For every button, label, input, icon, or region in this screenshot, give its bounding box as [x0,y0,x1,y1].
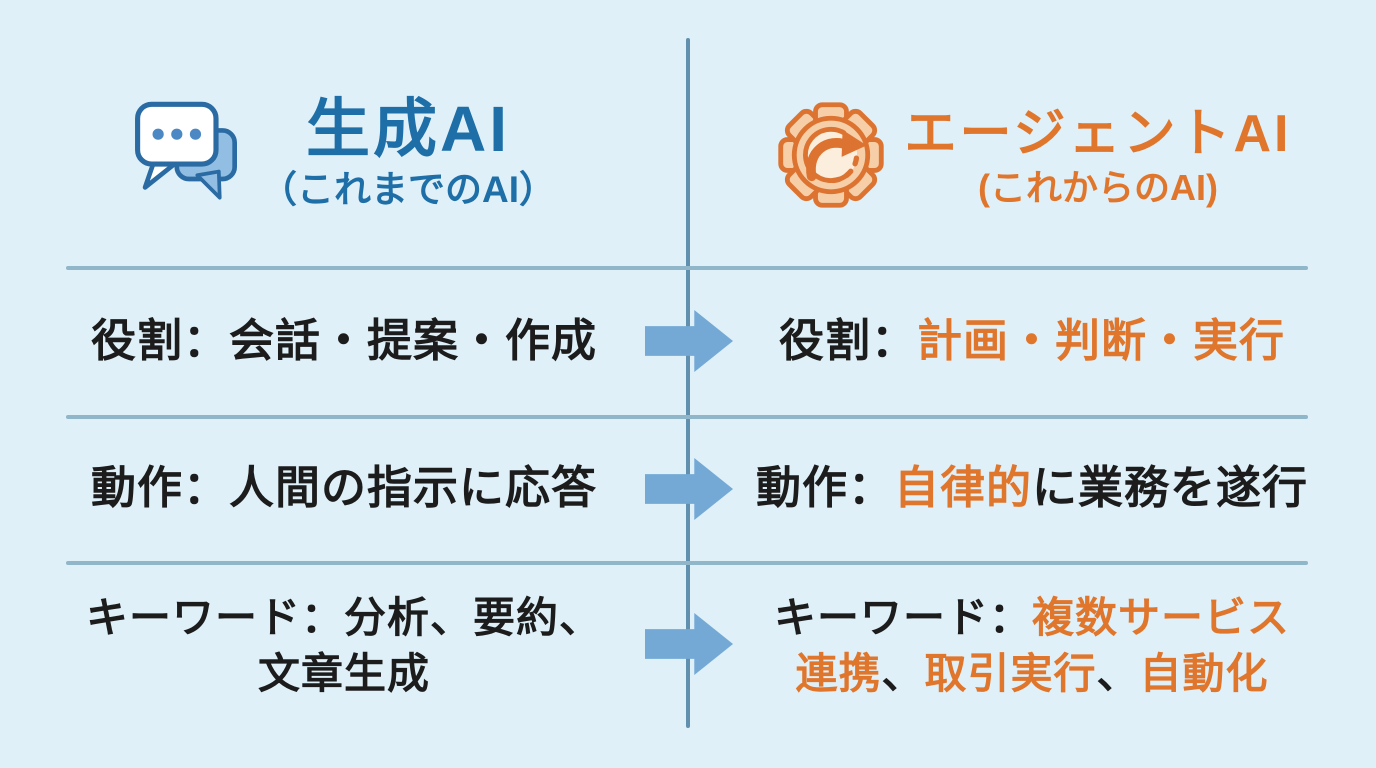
row-divider-line [66,561,1308,565]
chat-bubbles-icon [132,95,244,212]
text-segment: 自動化 [1139,649,1269,697]
keywords-agent-text: キーワード：複数サービス連携、取引実行、自動化 [688,561,1376,730]
keywords-generative-text: キーワード：分析、要約、文章生成 [0,561,688,730]
text-segment: 計画・判断・実行 [917,314,1286,366]
behavior-agent-text: 動作：自律的に業務を遂行 [688,415,1376,561]
row-divider-line [66,266,1308,270]
row-behavior: 動作：人間の指示に応答 動作：自律的に業務を遂行 [0,415,1376,561]
text-segment: 自律的 [893,462,1032,514]
text-segment: 動作：人間の指示に応答 [90,462,597,514]
header-agent-ai: エージェントAI (これからのAI) [688,92,1376,222]
text-segment: 役割：会話・提案・作成 [90,314,597,366]
text-segment: 、 [881,649,925,697]
right-column-title: エージェントAI [904,104,1292,163]
text-segment: 動作： [755,462,894,514]
text-segment: 取引実行 [924,649,1097,697]
text-segment: 文章生成 [257,649,430,697]
text-segment: 役割： [778,314,917,366]
left-column-subtitle: （これまでのAI） [260,169,556,211]
right-column-subtitle: (これからのAI) [978,167,1218,209]
text-segment: 、 [1096,649,1140,697]
text-segment: キーワード：分析、要約、 [85,594,602,642]
gear-arrow-icon [773,97,889,218]
vertical-divider [686,38,690,728]
left-column-title: 生成AI [306,92,510,165]
text-segment: 複数サービス [1032,594,1291,642]
role-generative-text: 役割：会話・提案・作成 [0,266,688,415]
row-role: 役割：会話・提案・作成 役割：計画・判断・実行 [0,266,1376,415]
row-divider-line [66,415,1308,419]
behavior-generative-text: 動作：人間の指示に応答 [0,415,688,561]
row-keywords: キーワード：分析、要約、文章生成 キーワード：複数サービス連携、取引実行、自動化 [0,561,1376,730]
role-agent-text: 役割：計画・判断・実行 [688,266,1376,415]
header-generative-ai: 生成AI （これまでのAI） [0,88,688,218]
text-segment: 連携 [795,649,882,697]
text-segment: キーワード： [773,594,1032,642]
text-segment: に業務を遂行 [1032,462,1309,514]
